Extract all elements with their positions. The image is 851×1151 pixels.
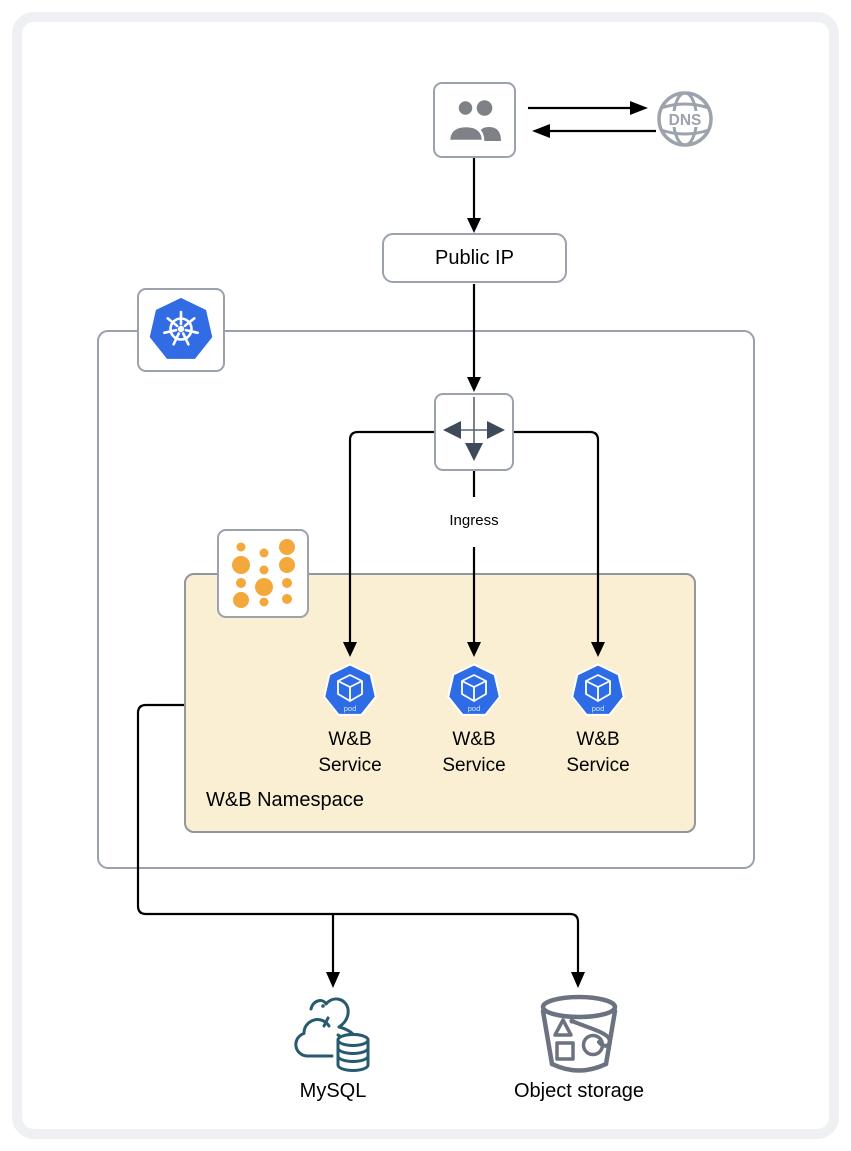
mysql-label: MySQL bbox=[299, 1080, 367, 1102]
ingress-node bbox=[434, 393, 514, 471]
mysql-dolphin-icon bbox=[294, 997, 370, 1072]
ingress-arrows-icon bbox=[443, 397, 505, 461]
object-storage-node bbox=[536, 993, 622, 1084]
page-frame-border bbox=[12, 12, 839, 1139]
pod-node-1: pod bbox=[322, 663, 378, 724]
kubernetes-helm-icon bbox=[149, 298, 213, 359]
users-icon bbox=[447, 98, 501, 143]
object-storage-label: Object storage bbox=[513, 1080, 645, 1102]
pod-label-2: W&B Service bbox=[442, 729, 506, 776]
namespace-dots-icon bbox=[232, 539, 295, 608]
pod-icon: pod bbox=[447, 663, 501, 716]
pod-icon: pod bbox=[571, 663, 625, 716]
public-ip-label: Public IP bbox=[435, 246, 514, 269]
dns-node: DNS bbox=[656, 90, 714, 148]
dns-globe-icon: DNS bbox=[657, 91, 713, 147]
pod-label-3: W&B Service bbox=[566, 729, 630, 776]
pod-badge: pod bbox=[468, 704, 481, 713]
pod-badge: pod bbox=[344, 704, 357, 713]
pod-icon: pod bbox=[323, 663, 377, 716]
pod-node-2: pod bbox=[446, 663, 502, 724]
users-node bbox=[433, 82, 516, 158]
mysql-node bbox=[294, 994, 374, 1083]
public-ip-node: Public IP bbox=[382, 233, 567, 283]
namespace-icon-node bbox=[217, 529, 309, 618]
pod-badge: pod bbox=[592, 704, 605, 713]
pod-node-3: pod bbox=[570, 663, 626, 724]
bucket-icon bbox=[540, 994, 618, 1073]
ingress-label: Ingress bbox=[449, 512, 499, 529]
pod-label-1: W&B Service bbox=[318, 729, 382, 776]
namespace-label: W&B Namespace bbox=[206, 789, 364, 811]
kubernetes-logo-node bbox=[137, 288, 225, 372]
dns-label: DNS bbox=[669, 112, 702, 129]
